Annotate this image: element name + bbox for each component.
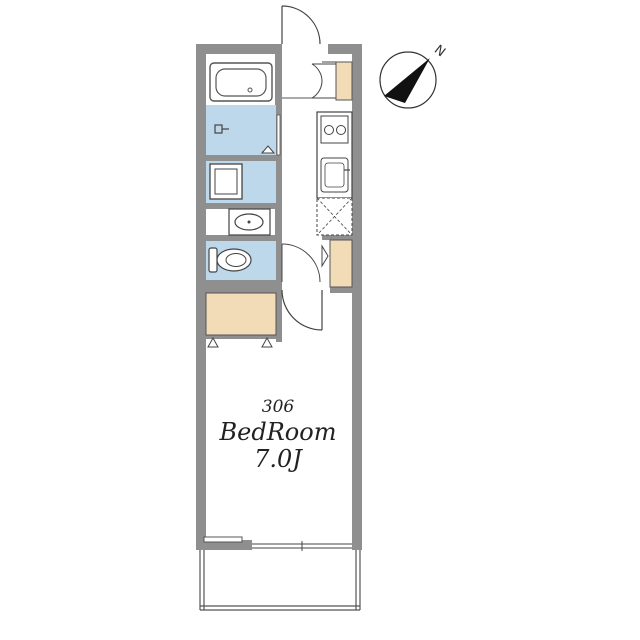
interior-walls (206, 54, 352, 342)
room-size: 7.0J (254, 445, 303, 473)
shoe-cabinet (311, 61, 353, 101)
bathroom-floor (206, 105, 276, 155)
washing-machine-lid (214, 168, 238, 195)
compass-label: N (431, 42, 448, 60)
toilet-tank (208, 247, 218, 273)
vanity-area (228, 208, 271, 236)
bathroom-folding-door (276, 114, 281, 156)
hall-closet-body (329, 239, 353, 288)
bathroom (206, 62, 281, 156)
bathtub-drain (247, 87, 253, 93)
vanity-drain (247, 220, 251, 224)
shoe-cabinet-swing (311, 63, 323, 99)
fridge-space-cross-b (316, 197, 353, 236)
balcony (199, 550, 361, 611)
burner-left-icon (324, 125, 334, 135)
room-name: BedRoom (219, 418, 337, 446)
kitchen (316, 111, 353, 236)
bathtub-inner (215, 68, 267, 97)
compass: N (379, 42, 448, 109)
hall-closet (321, 239, 353, 288)
closet-door-marker-right (261, 336, 273, 348)
kitchen-sink-basin (324, 162, 345, 188)
wall-heater (203, 536, 243, 543)
shoe-cabinet-body (335, 61, 353, 101)
hall-closet-door-marker (321, 244, 329, 268)
toilet-door-swing (281, 243, 321, 283)
entrance-door-swing (281, 5, 321, 45)
entrance-gap (282, 43, 328, 55)
window (252, 541, 352, 551)
closet-door-marker-left (207, 336, 219, 348)
burner-right-icon (336, 125, 346, 135)
laundry-area (206, 161, 276, 203)
bathroom-door-marker (260, 145, 276, 154)
bedroom-door (281, 289, 323, 331)
toilet-seat (225, 253, 247, 267)
north-arrow-icon (384, 58, 430, 103)
unit-number: 306 (262, 397, 295, 417)
bedroom-closet (205, 292, 277, 348)
toilet-room (206, 241, 321, 283)
stove (320, 115, 349, 144)
bedroom-door-swing (281, 289, 323, 331)
bedroom-closet-body (205, 292, 277, 336)
